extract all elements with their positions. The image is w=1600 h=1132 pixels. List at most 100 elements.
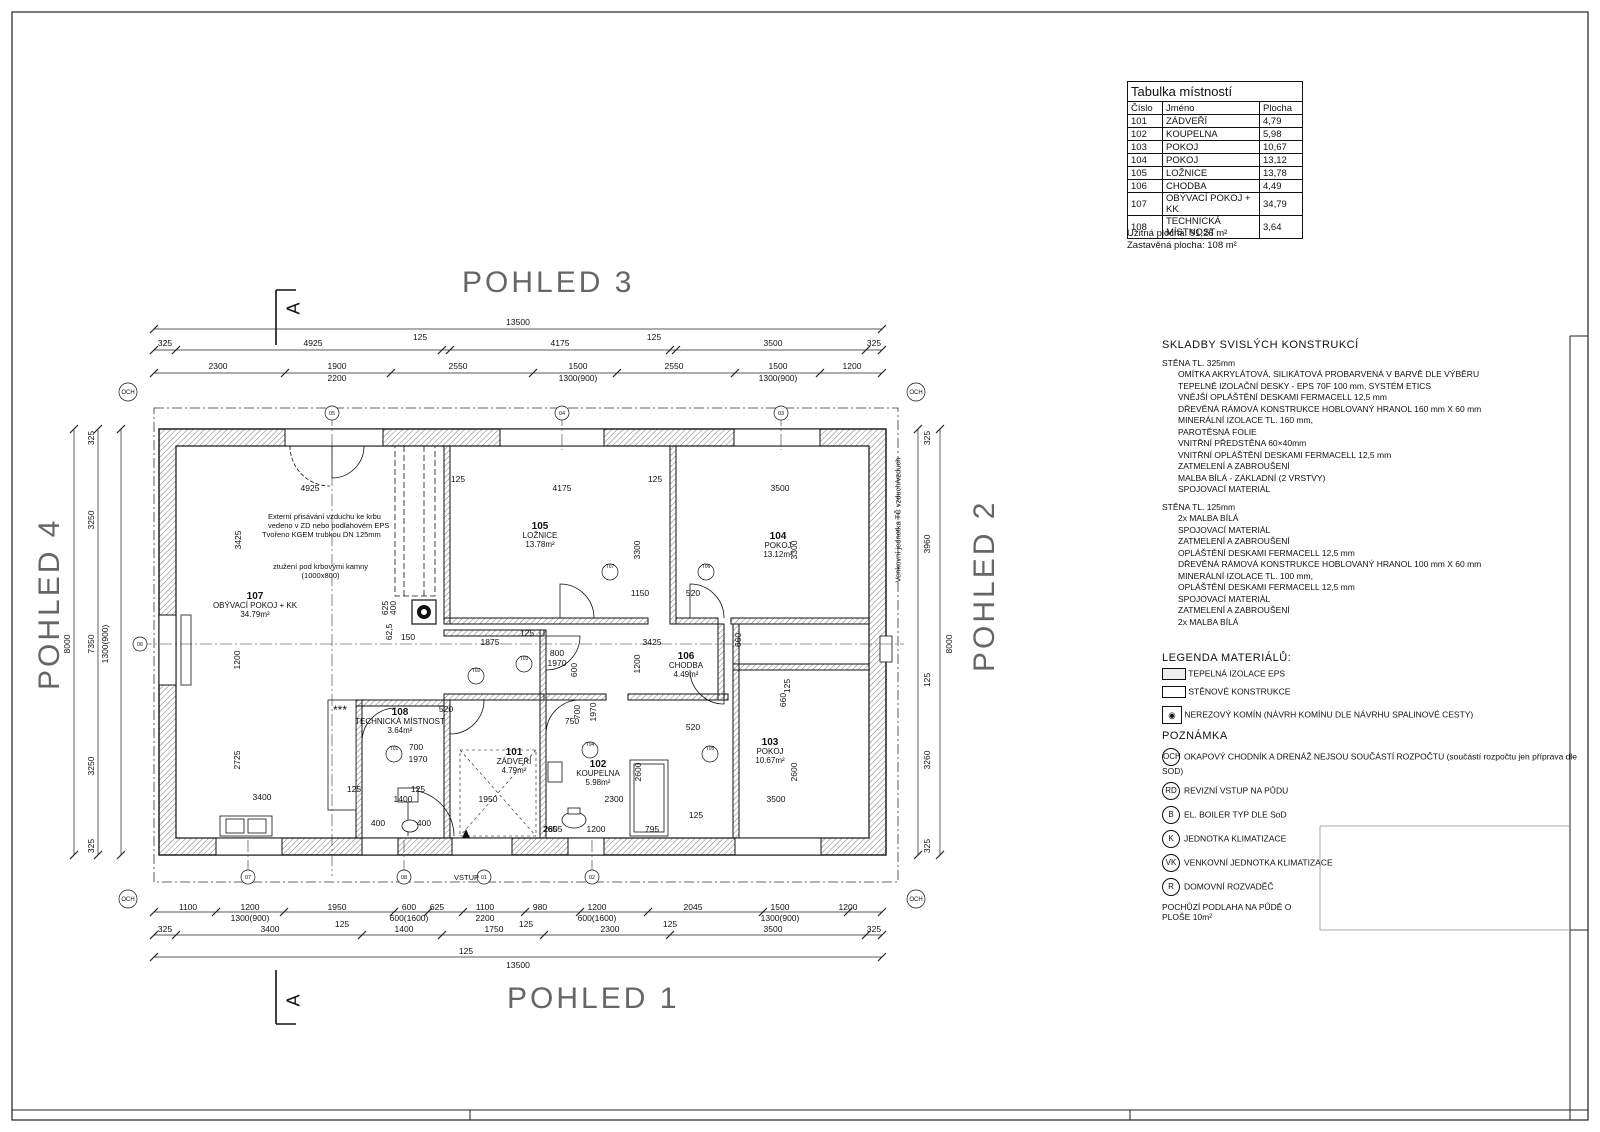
dimension-label: 150 <box>401 632 415 642</box>
dimension-label: 3500 <box>764 924 783 934</box>
section-marks <box>275 289 296 1025</box>
room-label-area: 10.67m² <box>755 756 785 765</box>
wall-layer: SPOJOVACÍ MATERIÁL <box>1178 484 1271 494</box>
note-text: VENKOVNÍ JEDNOTKA KLIMATIZACE <box>1184 857 1333 868</box>
door-tag: T01 <box>390 746 399 752</box>
outer-walls <box>158 428 887 856</box>
dimension-label: 1200 <box>241 902 260 912</box>
sheet-border <box>11 11 1589 1121</box>
dimension-label: 2600 <box>789 762 799 781</box>
dimension-label: 1875 <box>481 637 500 647</box>
dimension-total: 13500 <box>506 317 530 327</box>
wall-layer: MINERÁLNÍ IZOLACE TL. 100 mm, <box>1178 570 1313 581</box>
dimension-label: 7350 <box>86 634 96 653</box>
dimension-label: 2300 <box>209 361 228 371</box>
dimension-label: 2045 <box>684 902 703 912</box>
air-intake-note: Externí přisávání vzduchu ke krbu vedeno… <box>262 512 389 539</box>
wall-layer: 2x MALBA BÍLÁ <box>1178 616 1239 627</box>
dimension-label: 4925 <box>304 338 323 348</box>
och-tag: OCH <box>909 390 922 396</box>
wall-layer: VNITŘNÍ OPLÁŠTĚNÍ DESKAMI FERMACELL 12,5… <box>1178 449 1392 460</box>
dimension-label: 400 <box>417 818 431 828</box>
note-symbol-icon: VK <box>1162 854 1180 872</box>
note-symbol-icon: K <box>1162 830 1180 848</box>
wall-layer: OMÍTKA AKRYLÁTOVÁ, SILIKÁTOVÁ PROBARVENÁ… <box>1178 369 1480 379</box>
wall-layer: TEPELNĚ IZOLAČNÍ DESKY - EPS 70F 100 mm,… <box>1178 380 1432 391</box>
room-number: 103 <box>1127 140 1163 154</box>
dimension-label: 2200 <box>476 913 495 923</box>
wall-layer: SPOJOVACÍ MATERIÁL <box>1178 593 1271 604</box>
dimension-label: 1400 <box>394 794 413 804</box>
dimension-label: 400 <box>388 601 398 615</box>
section-label-top: A <box>283 302 304 315</box>
room-label-area: 13.78m² <box>525 540 555 549</box>
dimension-label: 1500 <box>769 361 788 371</box>
dimension-total: 8000 <box>944 634 954 653</box>
dimension-label: 265 <box>543 824 557 834</box>
dimension-label: 400 <box>371 818 385 828</box>
dimension-label: 625 <box>380 601 390 615</box>
dimension-label: 1300(900) <box>100 624 110 663</box>
room-name: CHODBA <box>1162 179 1260 193</box>
wall-layer: SPOJOVACÍ MATERIÁL <box>1178 524 1271 535</box>
dimension-label: 125 <box>451 474 465 484</box>
room-label-num: 102 <box>589 759 607 770</box>
dimension-label: 325 <box>86 431 96 445</box>
dimension-label: 600 <box>569 663 579 677</box>
view-title-right: POHLED 2 <box>968 499 1001 672</box>
room-area: 13,12 <box>1259 153 1303 167</box>
wall-layer: ZATMELENÍ A ZABROUŠENÍ <box>1178 461 1290 471</box>
room-label-area: 34.79m² <box>240 610 270 619</box>
dimension-label: 4175 <box>553 483 572 493</box>
dimension-label: 325 <box>867 924 881 934</box>
dimension-label: 2550 <box>449 361 468 371</box>
door-tag: T05 <box>706 746 715 752</box>
dimension-label: 1300(900) <box>761 913 800 923</box>
room-table-caption: Tabulka místností <box>1127 81 1303 102</box>
room-name: TECHNICKÁ MÍSTNOST <box>1162 215 1260 239</box>
room-area: 4,49 <box>1259 179 1303 193</box>
door-tag: T02 <box>472 668 481 674</box>
dimension-label: 3960 <box>922 534 932 553</box>
room-label-name: OBÝVACÍ POKOJ + KK <box>212 601 298 610</box>
room-table: Tabulka místností Číslo Jméno Plocha 101… <box>1127 81 1303 239</box>
room-label-area: 4.49m² <box>673 670 699 679</box>
dimension-label: 1200 <box>232 650 242 669</box>
dimension-label: 3500 <box>767 794 786 804</box>
view-title-top: POHLED 3 <box>462 266 635 299</box>
dimension-label: 700 <box>409 742 423 752</box>
dimension-label: 125 <box>411 784 425 794</box>
room-name: KOUPELNA <box>1162 127 1260 141</box>
dimension-label: 1100 <box>476 902 495 912</box>
axis-tag: 02 <box>589 875 595 881</box>
dimension-label: 125 <box>459 946 473 956</box>
fixtures <box>180 614 893 837</box>
dimension-label: 3500 <box>771 483 790 493</box>
dimension-label: 2725 <box>232 750 242 769</box>
note-symbol-icon: OCH <box>1162 748 1181 766</box>
dimension-label: 3300 <box>632 540 642 559</box>
room-label-num: 103 <box>761 737 779 748</box>
dimension-label: 2550 <box>665 361 684 371</box>
note-text: OKAPOVÝ CHODNÍK A DRENÁŽ NEJSOU SOUČÁSTÍ… <box>1162 751 1577 776</box>
room-number: 108 <box>1127 215 1163 239</box>
door-tag-circles <box>385 563 719 763</box>
dimension-label: 800 <box>550 648 564 658</box>
dimension-label: 1100 <box>179 902 198 912</box>
dimension-label: 325 <box>158 338 172 348</box>
misc-mark: *** <box>333 703 347 717</box>
wall-layer: DŘEVĚNÁ RÁMOVÁ KONSTRUKCE HOBLOVANÝ HRAN… <box>1178 403 1482 414</box>
dimension-label: 1300(900) <box>231 913 270 923</box>
dimension-label: 125 <box>413 332 427 342</box>
dimension-label: 1150 <box>631 588 650 598</box>
wall-layer: ZATMELENÍ A ZABROUŠENÍ <box>1178 605 1290 615</box>
room-label-name: CHODBA <box>668 661 704 670</box>
door-tag: T03 <box>520 656 529 662</box>
